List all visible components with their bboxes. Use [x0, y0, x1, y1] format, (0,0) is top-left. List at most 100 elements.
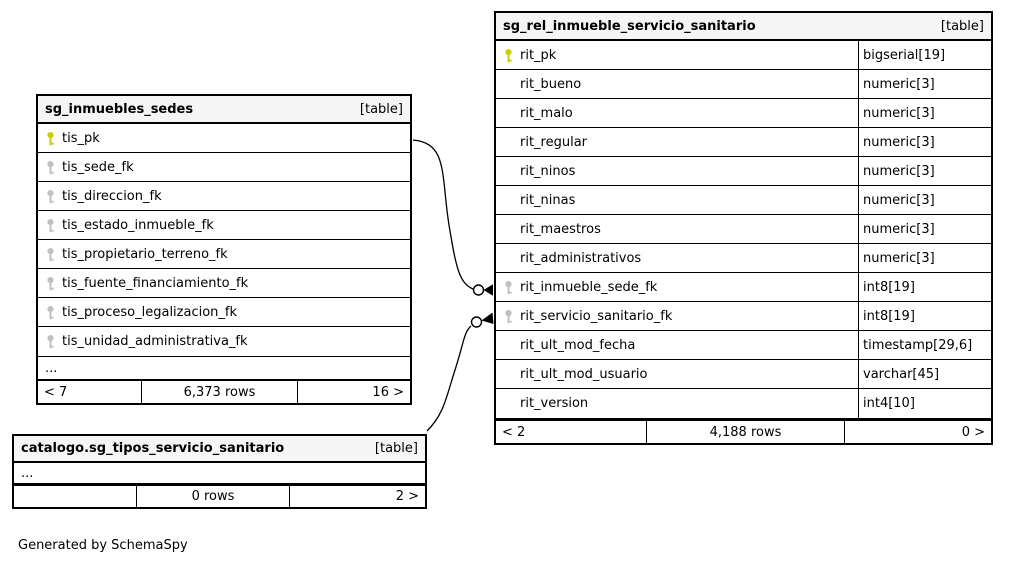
- edge-arrow-icon: [483, 284, 493, 296]
- table-header: catalogo.sg_tipos_servicio_sanitario [ta…: [14, 436, 425, 463]
- table-row: tis_estado_inmueble_fk: [38, 211, 410, 240]
- table-header: sg_inmuebles_sedes [table]: [38, 96, 410, 124]
- key-icon: [496, 280, 520, 295]
- footer-children-count: < 2: [496, 421, 647, 443]
- table-node-sg-inmuebles-sedes[interactable]: sg_inmuebles_sedes [table] tis_pk tis_se…: [36, 94, 412, 405]
- column-name: tis_pk: [62, 130, 100, 146]
- column-type: numeric[3]: [858, 244, 991, 272]
- edge-dot-icon: [472, 284, 485, 296]
- key-icon: [496, 193, 520, 208]
- column-name: rit_bueno: [520, 76, 582, 92]
- table-row: tis_sede_fk: [38, 153, 410, 182]
- table-row: rit_malo numeric[3]: [496, 99, 991, 128]
- column-name: tis_sede_fk: [62, 159, 134, 175]
- key-icon: [38, 189, 62, 204]
- column-name: tis_estado_inmueble_fk: [62, 217, 214, 233]
- edge-arrow-icon: [481, 312, 494, 324]
- column-name: tis_fuente_financiamiento_fk: [62, 275, 249, 291]
- table-title: catalogo.sg_tipos_servicio_sanitario: [21, 441, 285, 456]
- table-footer: 0 rows 2 >: [14, 484, 425, 507]
- column-type: varchar[45]: [858, 360, 991, 388]
- column-name: rit_administrativos: [520, 250, 642, 266]
- table-row: rit_pk bigserial[19]: [496, 41, 991, 70]
- table-row: rit_administrativos numeric[3]: [496, 244, 991, 273]
- key-icon: [496, 164, 520, 179]
- footer-row-count: 0 rows: [137, 486, 290, 507]
- footer-children-count: < 7: [38, 381, 142, 403]
- column-name: rit_ult_mod_fecha: [520, 337, 636, 353]
- table-row: tis_proceso_legalizacion_fk: [38, 298, 410, 327]
- key-icon: [38, 218, 62, 233]
- table-node-catalogo-sg-tipos-servicio-sanitario[interactable]: catalogo.sg_tipos_servicio_sanitario [ta…: [12, 434, 427, 509]
- key-icon: [496, 135, 520, 150]
- column-name: rit_regular: [520, 134, 588, 150]
- key-icon: [496, 367, 520, 382]
- column-name: rit_maestros: [520, 221, 601, 237]
- column-name: tis_proceso_legalizacion_fk: [62, 304, 238, 320]
- column-type: numeric[3]: [858, 70, 991, 98]
- footer-parents-count: 0 >: [961, 424, 985, 440]
- key-icon: [496, 396, 520, 411]
- table-row: rit_maestros numeric[3]: [496, 215, 991, 244]
- table-row: tis_propietario_terreno_fk: [38, 240, 410, 269]
- key-icon: [496, 222, 520, 237]
- column-name: tis_direccion_fk: [62, 188, 162, 204]
- column-type: int8[19]: [858, 302, 991, 330]
- column-type: int8[19]: [858, 273, 991, 301]
- table-row: rit_ult_mod_usuario varchar[45]: [496, 360, 991, 389]
- key-icon: [496, 77, 520, 92]
- key-icon: [38, 247, 62, 262]
- key-icon: [38, 160, 62, 175]
- table-title: sg_rel_inmueble_servicio_sanitario: [503, 18, 756, 34]
- edge-dot-icon: [470, 316, 483, 328]
- key-icon: [496, 338, 520, 353]
- table-row: rit_servicio_sanitario_fk int8[19]: [496, 302, 991, 331]
- table-row: rit_bueno numeric[3]: [496, 70, 991, 99]
- table-row: rit_version int4[10]: [496, 389, 991, 418]
- column-type: timestamp[29,6]: [858, 331, 991, 359]
- table-node-sg-rel-inmueble-servicio-sanitario[interactable]: sg_rel_inmueble_servicio_sanitario [tabl…: [494, 11, 993, 445]
- key-icon: [496, 309, 520, 324]
- column-name: rit_version: [520, 396, 589, 411]
- footer-row-count: 4,188 rows: [647, 421, 845, 443]
- table-title: sg_inmuebles_sedes: [45, 101, 194, 117]
- table-row: tis_pk: [38, 124, 410, 153]
- table-row: rit_inmueble_sede_fk int8[19]: [496, 273, 991, 302]
- column-name: tis_unidad_administrativa_fk: [62, 334, 248, 349]
- column-rows: tis_pk tis_sede_fk tis_direccion_fk tis_…: [38, 124, 410, 357]
- column-type: numeric[3]: [858, 99, 991, 127]
- table-header: sg_rel_inmueble_servicio_sanitario [tabl…: [496, 13, 991, 41]
- table-row: rit_ult_mod_fecha timestamp[29,6]: [496, 331, 991, 360]
- column-name: rit_servicio_sanitario_fk: [520, 308, 673, 324]
- table-footer: < 7 6,373 rows 16 >: [38, 379, 410, 403]
- more-columns-row: ...: [45, 360, 58, 376]
- table-row: rit_regular numeric[3]: [496, 128, 991, 157]
- key-icon: [496, 251, 520, 266]
- column-type: bigserial[19]: [858, 41, 991, 69]
- edge-inmuebles-to-rel: [412, 139, 474, 290]
- column-type: numeric[3]: [858, 215, 991, 243]
- column-rows: rit_pk bigserial[19] rit_bueno numeric[3…: [496, 41, 991, 419]
- generated-by-credit: Generated by SchemaSpy: [18, 538, 188, 553]
- table-row: tis_fuente_financiamiento_fk: [38, 269, 410, 298]
- column-name: rit_pk: [520, 47, 557, 63]
- table-type-badge: [table]: [359, 101, 403, 117]
- column-name: rit_malo: [520, 105, 573, 121]
- column-name: tis_propietario_terreno_fk: [62, 246, 228, 262]
- table-type-badge: [table]: [940, 18, 984, 34]
- footer-children-count: [14, 486, 137, 507]
- column-name: rit_ninos: [520, 163, 576, 179]
- table-row: tis_unidad_administrativa_fk: [38, 327, 410, 356]
- table-type-badge: [table]: [374, 441, 418, 456]
- more-columns-row: ...: [14, 463, 425, 484]
- key-icon: [38, 131, 62, 146]
- column-name: rit_ult_mod_usuario: [520, 366, 648, 382]
- column-name: rit_ninas: [520, 192, 576, 208]
- edge-catalogo-to-rel: [426, 325, 472, 432]
- column-type: numeric[3]: [858, 186, 991, 214]
- footer-parents-count: 2 >: [395, 489, 419, 504]
- column-name: rit_inmueble_sede_fk: [520, 279, 658, 295]
- column-type: numeric[3]: [858, 157, 991, 185]
- key-icon: [496, 106, 520, 121]
- table-footer: < 2 4,188 rows 0 >: [496, 419, 991, 443]
